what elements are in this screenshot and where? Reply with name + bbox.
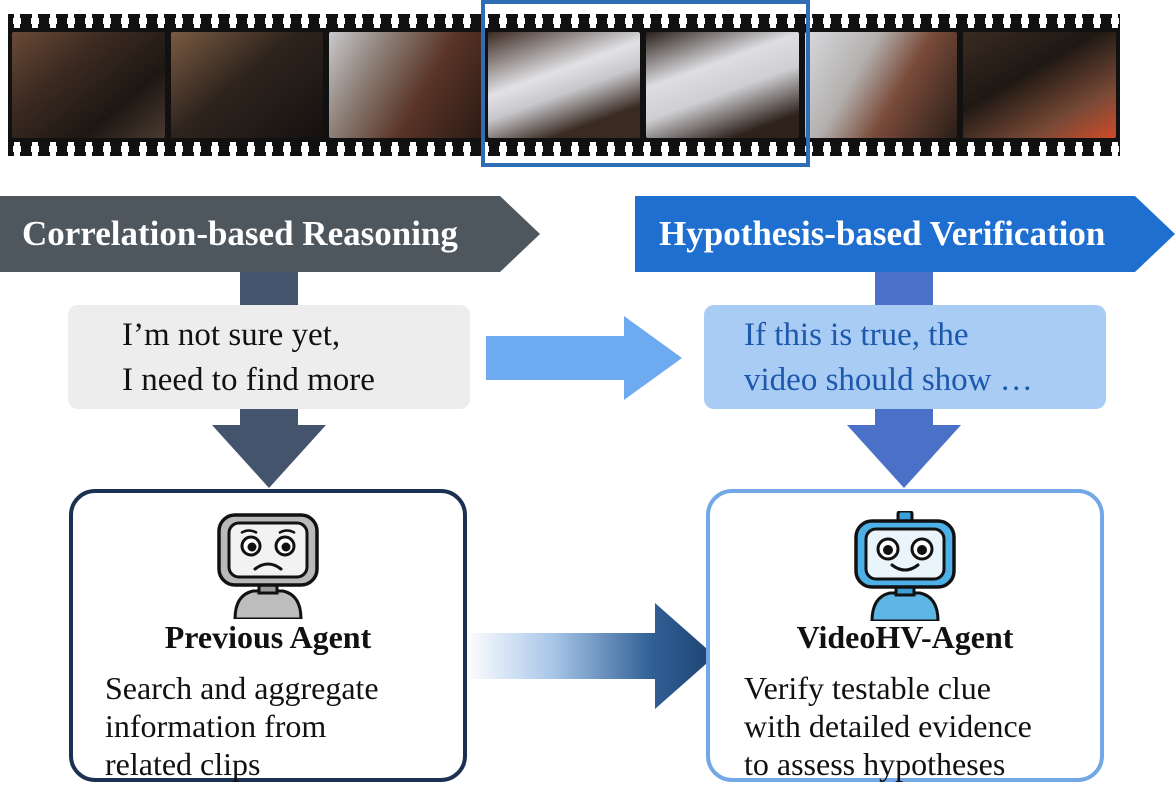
transition-arrow-icon <box>486 316 682 400</box>
thought-line: I’m not sure yet, <box>122 317 341 353</box>
video-frame <box>12 32 165 138</box>
hypothesis-verification-label: Hypothesis-based Verification <box>659 214 1106 253</box>
correlation-reasoning-label: Correlation-based Reasoning <box>22 214 458 253</box>
left-connector <box>240 272 298 306</box>
thought-line: If this is true, the <box>744 317 969 353</box>
video-frame <box>804 32 958 138</box>
film-sprocket-holes-bottom <box>8 142 1120 156</box>
hypothesis-thought-box: If this is true, the video should show … <box>704 305 1106 409</box>
description-line: with detailed evidence <box>744 708 1032 744</box>
video-film-strip <box>8 14 1120 156</box>
down-arrow-icon <box>212 409 326 488</box>
film-sprocket-holes-top <box>8 14 1120 28</box>
down-arrow-icon <box>847 409 961 488</box>
videohv-agent-title: VideoHV-Agent <box>796 619 1014 655</box>
videohv-agent-description: Verify testable clue with detailed evide… <box>744 669 1032 783</box>
description-line: Search and aggregate <box>105 670 379 706</box>
video-frame <box>963 32 1117 138</box>
uncertain-thought-box: I’m not sure yet, I need to find more <box>68 305 470 409</box>
happy-robot-icon <box>854 511 956 621</box>
previous-agent-description: Search and aggregate information from re… <box>105 669 379 783</box>
video-frame <box>487 32 641 138</box>
thought-line: I need to find more <box>122 362 375 398</box>
video-frames <box>12 32 1117 138</box>
video-frame <box>170 32 324 138</box>
previous-agent-card: Previous Agent Search and aggregate info… <box>69 489 467 782</box>
thought-line: video should show … <box>744 362 1033 398</box>
description-line: to assess hypotheses <box>744 746 1006 782</box>
upgrade-arrow-icon <box>465 603 715 709</box>
right-connector <box>875 272 933 306</box>
selected-clip-highlight <box>481 0 810 167</box>
correlation-reasoning-banner: Correlation-based Reasoning <box>0 196 540 272</box>
sad-robot-icon <box>217 513 319 619</box>
previous-agent-title: Previous Agent <box>164 619 372 655</box>
description-line: Verify testable clue <box>744 670 991 706</box>
description-line: related clips <box>105 746 261 782</box>
video-frame <box>646 32 799 138</box>
hypothesis-verification-banner: Hypothesis-based Verification <box>635 196 1175 272</box>
description-line: information from <box>105 708 327 744</box>
video-frame <box>329 32 482 138</box>
videohv-agent-card: VideoHV-Agent Verify testable clue with … <box>706 489 1104 782</box>
